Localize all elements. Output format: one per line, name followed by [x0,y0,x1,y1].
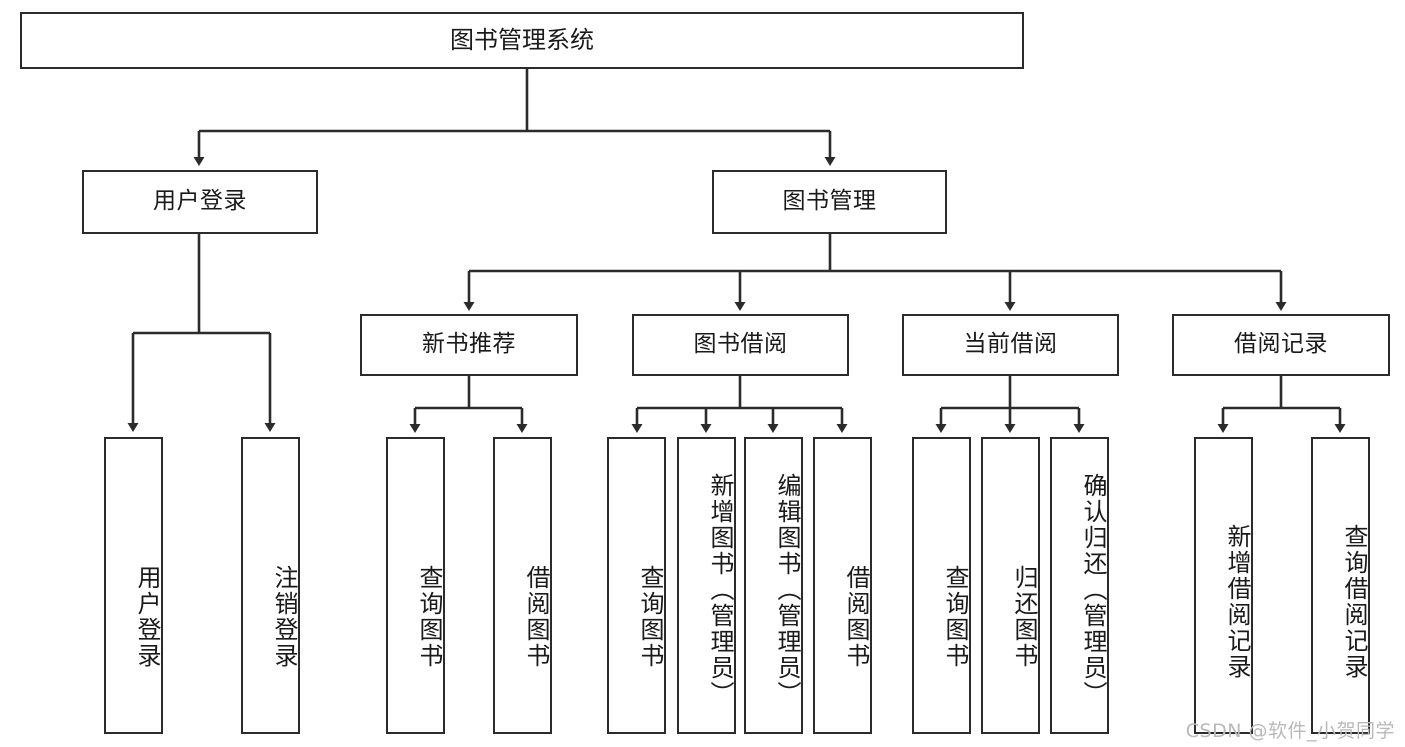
leaf-book-borrow-add[interactable]: 新增图书（管理员） [677,437,736,734]
leaf-label: 新增借阅记录 [1223,523,1251,680]
leaf-label: 借阅图书 [842,564,870,669]
leaf-borrow-record-add[interactable]: 新增借阅记录 [1194,437,1253,734]
node-user-login[interactable]: 用户登录 [82,170,318,234]
watermark: CSDN @软件_小贺同学 [1185,720,1395,742]
leaf-label: 用户登录 [133,564,161,669]
node-book-management-label: 图书管理 [782,188,877,215]
leaf-label: 查询图书 [941,564,969,669]
leaf-new-book-query[interactable]: 查询图书 [386,437,445,734]
node-current-borrow[interactable]: 当前借阅 [902,314,1119,376]
node-book-borrow-label: 图书借阅 [693,331,788,358]
leaf-current-borrow-confirm-return[interactable]: 确认归还（管理员） [1050,437,1109,734]
leaf-label: 借阅图书 [522,564,550,669]
leaf-label: 新增图书（管理员） [706,472,734,707]
leaf-label: 查询图书 [636,564,664,669]
node-borrow-record-label: 借阅记录 [1234,331,1328,358]
node-new-book-recommend-label: 新书推荐 [422,331,516,358]
leaf-label: 注销登录 [270,564,298,669]
leaf-book-borrow-borrow[interactable]: 借阅图书 [813,437,872,734]
leaf-user-login-login[interactable]: 用户登录 [104,437,163,734]
node-new-book-recommend[interactable]: 新书推荐 [360,314,578,376]
node-root[interactable]: 图书管理系统 [20,12,1024,69]
leaf-user-login-logout[interactable]: 注销登录 [241,437,300,734]
node-borrow-record[interactable]: 借阅记录 [1172,314,1390,376]
node-current-borrow-label: 当前借阅 [963,331,1058,358]
leaf-label: 确认归还（管理员） [1079,472,1107,707]
node-book-management[interactable]: 图书管理 [712,170,947,234]
leaf-label: 编辑图书（管理员） [773,472,801,707]
leaf-current-borrow-query[interactable]: 查询图书 [912,437,971,734]
leaf-label: 归还图书 [1010,564,1038,669]
node-root-label: 图书管理系统 [450,26,594,55]
leaf-borrow-record-query[interactable]: 查询借阅记录 [1311,437,1370,734]
node-user-login-label: 用户登录 [153,188,247,215]
leaf-label: 查询借阅记录 [1340,523,1368,680]
leaf-book-borrow-edit[interactable]: 编辑图书（管理员） [744,437,803,734]
node-book-borrow[interactable]: 图书借阅 [632,314,849,376]
leaf-label: 查询图书 [415,564,443,669]
leaf-current-borrow-return[interactable]: 归还图书 [981,437,1040,734]
leaf-book-borrow-query[interactable]: 查询图书 [607,437,666,734]
leaf-new-book-borrow[interactable]: 借阅图书 [493,437,552,734]
